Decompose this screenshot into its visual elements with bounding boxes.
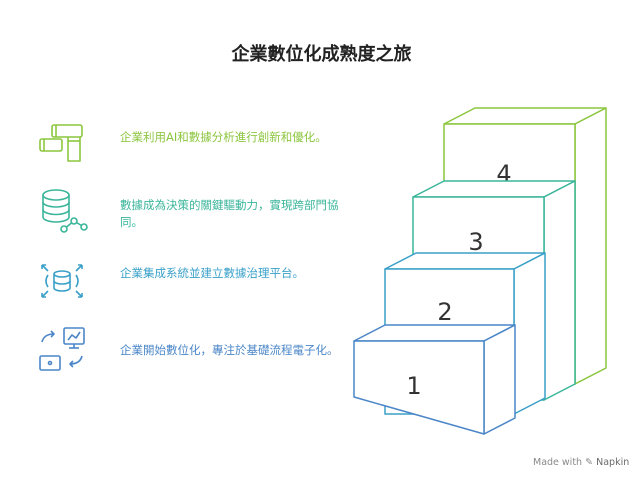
footer-prefix: Made with bbox=[533, 457, 583, 468]
page-title: 企業數位化成熟度之旅 bbox=[231, 44, 412, 65]
footer-credit: Made with ✎ Napkin bbox=[533, 457, 629, 468]
step-1-row: 企業開始數位化，專注於基礎流程電子化。 bbox=[30, 320, 360, 376]
step-4-row: 企業利用AI和數據分析進行創新和優化。 bbox=[30, 115, 360, 171]
step-2-row: 企業集成系統並建立數據治理平台。 bbox=[30, 251, 360, 307]
step-3-text: 數據成為決策的關鍵驅動力，實現跨部門協同。 bbox=[120, 198, 339, 229]
step-1-text: 企業開始數位化，專注於基礎流程電子化。 bbox=[120, 343, 339, 357]
step-1-block: 1 bbox=[353, 324, 516, 435]
footer-brand: Napkin bbox=[596, 457, 630, 468]
step-2-number: 2 bbox=[437, 298, 452, 326]
step-2-text: 企業集成系統並建立數據治理平台。 bbox=[120, 266, 304, 280]
database-network-icon bbox=[42, 189, 88, 233]
napkin-logo-icon: ✎ bbox=[585, 457, 594, 468]
step-1-number: 1 bbox=[406, 372, 421, 400]
digitize-arrows-monitor-icon bbox=[39, 327, 85, 371]
step-3-row: 數據成為決策的關鍵驅動力，實現跨部門協同。 bbox=[30, 183, 360, 239]
step-4-text: 企業利用AI和數據分析進行創新和優化。 bbox=[120, 130, 327, 144]
step-3-number: 3 bbox=[468, 228, 483, 256]
pipe-flow-icon bbox=[39, 124, 83, 162]
database-focus-icon bbox=[41, 264, 83, 298]
